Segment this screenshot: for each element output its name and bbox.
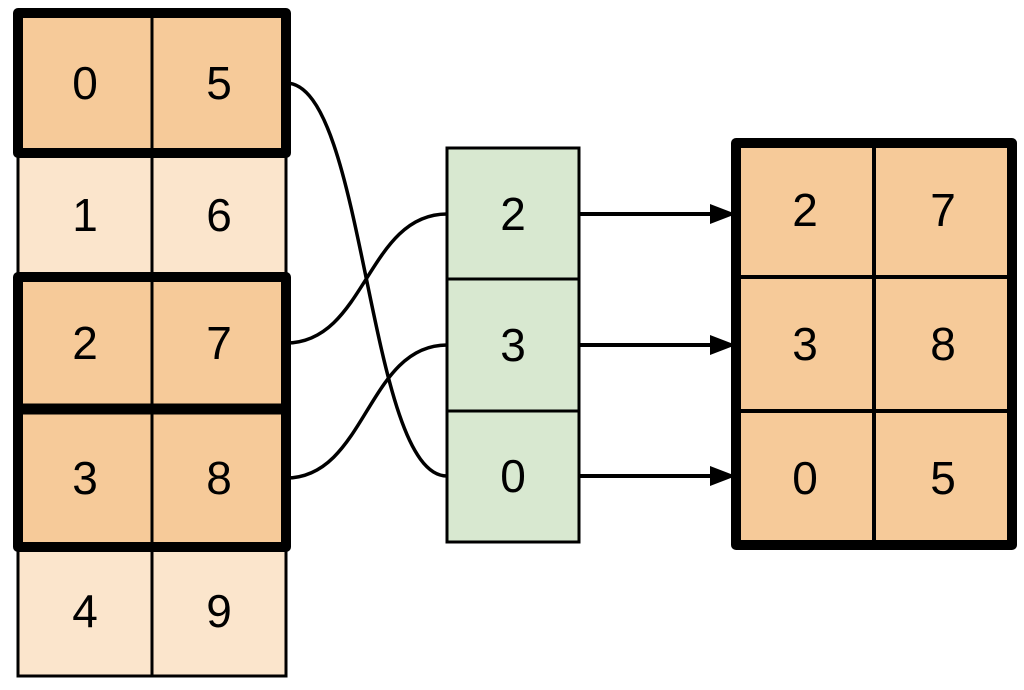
source-table: 0 5 1 6 2 7 3 8 4 9 [13, 8, 291, 678]
source-cell-3-1: 8 [206, 452, 232, 504]
output-cell-2-0: 0 [792, 452, 818, 504]
source-cell-4-0: 4 [72, 585, 98, 637]
source-cell-1-1: 6 [206, 189, 232, 241]
index-value-0: 2 [500, 188, 526, 240]
connector-curves [285, 81, 448, 480]
index-cell-2 [445, 409, 581, 544]
arrow-1-head-icon [710, 335, 736, 355]
output-table: 2 7 3 8 0 5 [731, 138, 1017, 550]
arrow-2-head-icon [710, 466, 736, 486]
output-table-border [731, 138, 1017, 550]
output-cell-1-1: 8 [930, 318, 956, 370]
index-cell-0 [445, 146, 581, 281]
source-cell-0-0: 0 [72, 57, 98, 109]
output-cell-0-0: 2 [792, 184, 818, 236]
source-cell-0-1: 5 [206, 57, 232, 109]
index-column: 2 3 0 [445, 146, 581, 544]
output-cell-0-1: 7 [930, 184, 956, 236]
source-cell-2-1: 7 [206, 317, 232, 369]
index-cell-1 [445, 277, 581, 413]
output-cell-1-0: 3 [792, 318, 818, 370]
source-cell-4-1: 9 [206, 585, 232, 637]
index-value-2: 0 [500, 450, 526, 502]
index-value-1: 3 [500, 319, 526, 371]
source-cell-3-0: 3 [72, 452, 98, 504]
source-cell-2-0: 2 [72, 317, 98, 369]
output-cell-2-1: 5 [930, 452, 956, 504]
curve-source-row-2-to-index-2 [285, 212, 448, 345]
curve-source-row-3-to-index-3 [285, 343, 448, 480]
arrows [579, 204, 736, 486]
source-cell-1-0: 1 [72, 189, 98, 241]
arrow-0-head-icon [710, 204, 736, 224]
